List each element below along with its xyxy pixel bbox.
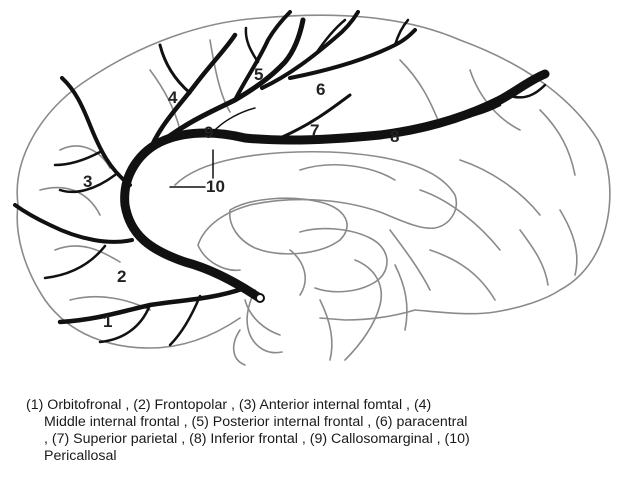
label-4: 4 (168, 88, 178, 107)
label-10: 10 (206, 177, 225, 196)
caption-line-3: , (7) Superior parietal , (8) Inferior f… (26, 431, 606, 448)
artery-tree (15, 12, 545, 345)
label-5: 5 (254, 65, 263, 84)
caption-line-4: Pericallosal (26, 448, 606, 465)
label-3: 3 (83, 172, 92, 191)
label-6: 6 (316, 80, 325, 99)
frontopolar-artery (15, 205, 132, 242)
anterior-internal-frontal-artery (62, 78, 130, 185)
paracentral-artery (262, 12, 358, 88)
orbitofrontal-artery (60, 288, 245, 322)
origin-marker (256, 294, 264, 302)
brain-diagram: 1 2 3 4 5 6 7 8 9 10 (0, 0, 618, 380)
label-1: 1 (103, 312, 112, 331)
caption-line-1: (1) Orbitofronal , (2) Frontopolar , (3)… (26, 397, 606, 414)
label-2: 2 (117, 267, 126, 286)
superior-parietal-artery (290, 30, 415, 78)
figure-caption: (1) Orbitofronal , (2) Frontopolar , (3)… (26, 397, 606, 465)
label-7: 7 (310, 121, 319, 140)
label-9: 9 (204, 123, 213, 142)
caption-line-2: Middle internal frontal , (5) Posterior … (26, 414, 606, 431)
label-8: 8 (390, 127, 399, 146)
